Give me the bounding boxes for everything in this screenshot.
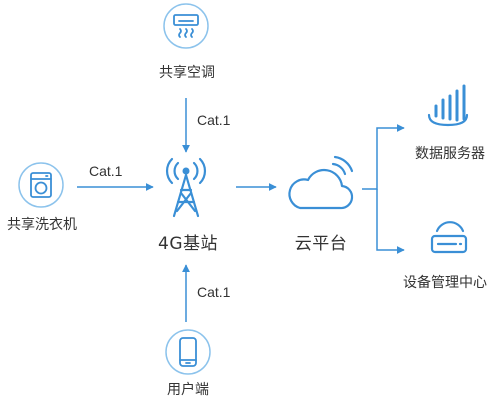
node-label-user-end: 用户端 (167, 382, 209, 398)
smartphone-circle (165, 329, 211, 375)
air-conditioner-circle (163, 3, 209, 49)
edge-label-washer: Cat.1 (89, 163, 123, 179)
washing-machine-icon (30, 172, 52, 198)
smartphone-icon (179, 337, 197, 367)
connectors (77, 98, 405, 322)
bracket-cloud-to-targets (362, 124, 405, 190)
node-label-device-center: 设备管理中心 (403, 275, 487, 291)
air-conditioner-node (163, 3, 209, 49)
bracket-lower-branch (376, 189, 405, 254)
node-label-shared-washer: 共享洗衣机 (7, 217, 77, 233)
server-signal-icon (427, 84, 469, 127)
air-conditioner-icon (173, 14, 199, 38)
washing-machine-node (18, 162, 64, 208)
node-label-shared-ac: 共享空调 (159, 65, 215, 81)
router-icon (430, 221, 468, 254)
edge-label-user: Cat.1 (197, 284, 231, 300)
node-label-cloud-platform: 云平台 (294, 234, 348, 254)
node-label-base-station: 4G基站 (158, 234, 218, 254)
smartphone-node (165, 329, 211, 375)
node-label-data-server: 数据服务器 (415, 146, 485, 162)
cell-tower-icon (165, 157, 207, 218)
cloud-icon (288, 155, 354, 210)
edge-label-ac: Cat.1 (197, 112, 231, 128)
washing-machine-circle (18, 162, 64, 208)
